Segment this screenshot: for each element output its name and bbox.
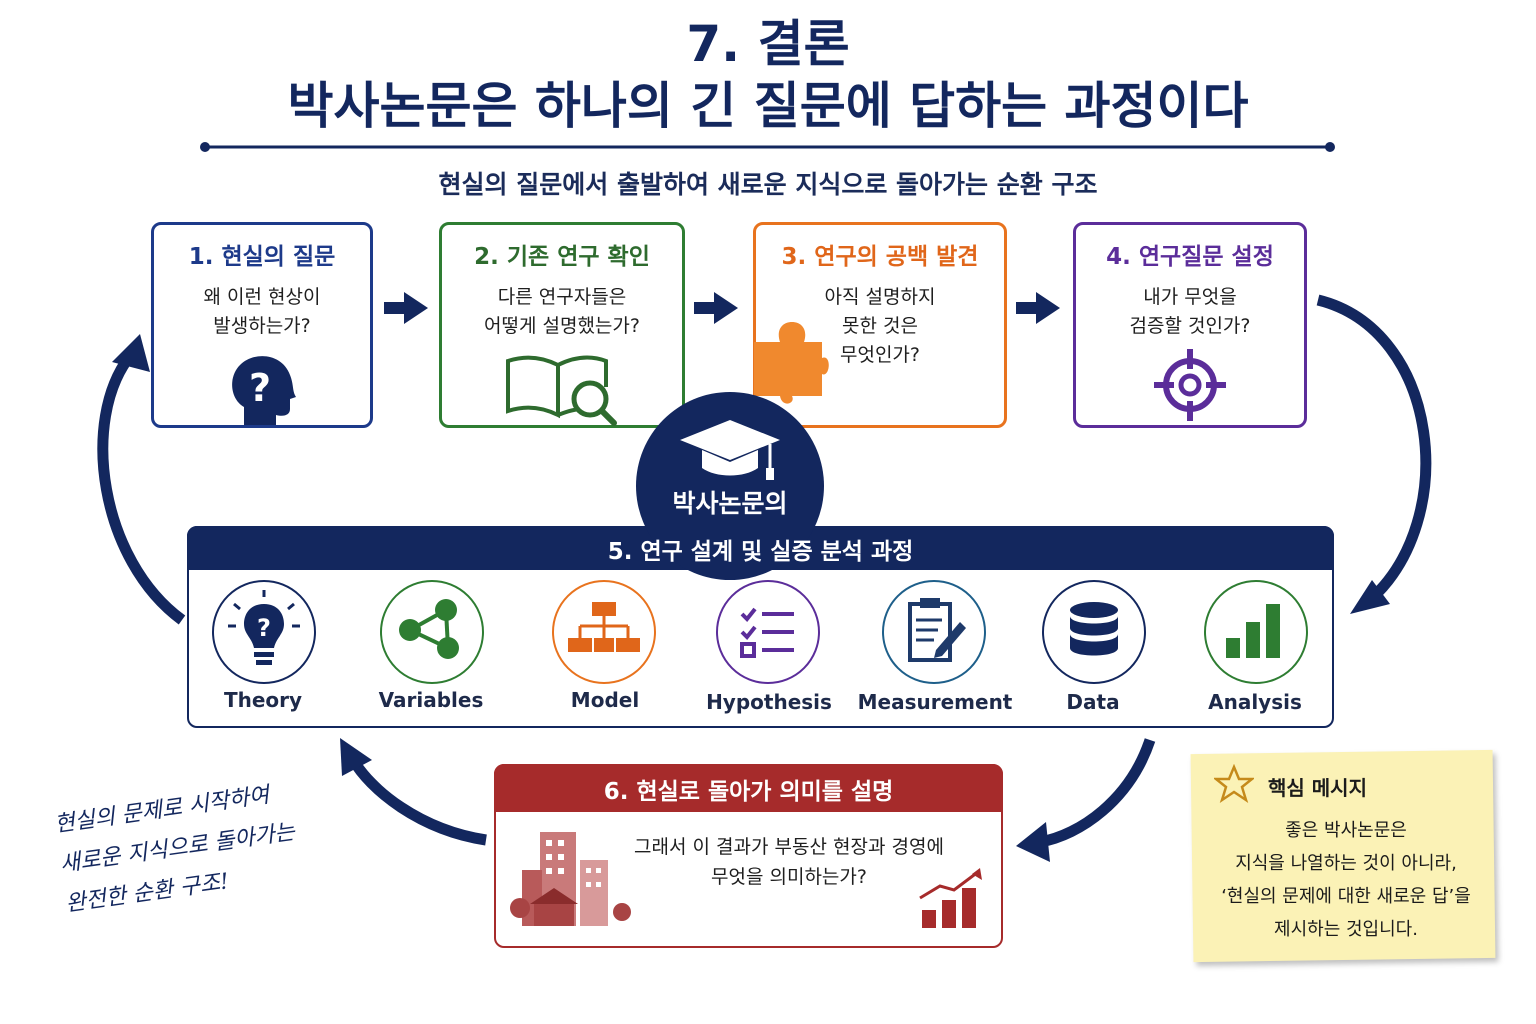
cycle-arrow-bottom-right: [1038, 738, 1156, 848]
step-data: [1042, 580, 1146, 684]
cycle-arrow-right: [1316, 294, 1432, 605]
card-title: 3. 연구의 공백 발견: [781, 244, 979, 270]
key-message-body: 좋은 박사논문은 지식을 나열하는 것이 아니라, ‘현실의 문제에 대한 새로…: [1196, 814, 1496, 946]
card-research-question: 4. 연구질문 설정 내가 무엇을 검증할 것인가?: [1073, 222, 1307, 428]
step-label: Theory: [223, 688, 303, 712]
card-desc: 아직 설명하지 못한 것은 무엇인가?: [756, 283, 1004, 370]
card-desc-line: 아직 설명하지: [824, 286, 936, 308]
card-desc: 왜 이런 현상이 발생하는가?: [154, 283, 370, 341]
card-desc-line: 왜 이런 현상이: [203, 286, 321, 308]
network-icon: [399, 599, 459, 659]
lightbulb-icon: ?: [228, 590, 300, 665]
graduation-cap-icon: [680, 420, 780, 480]
cycle-arrow-bottom-left-head: [340, 738, 372, 776]
growth-chart-icon: [919, 868, 982, 928]
card-desc-line: 다른 연구자들은: [497, 286, 627, 308]
step-label: Model: [570, 688, 640, 712]
clipboard-pencil-icon: [908, 598, 966, 662]
step-label: Data: [1066, 690, 1120, 714]
step-model: [552, 580, 656, 684]
step-label: Analysis: [1208, 690, 1302, 714]
key-message-line: ‘현실의 문제에 대한 새로운 답’을: [1221, 886, 1471, 907]
step-measurement: [882, 580, 986, 684]
center-badge-label: 박사논문의: [672, 489, 788, 518]
card-desc-line: 무엇인가?: [839, 344, 920, 366]
card-prior-research: 2. 기존 연구 확인 다른 연구자들은 어떻게 설명했는가?: [439, 222, 685, 428]
cycle-arrow-bottom-left: [347, 755, 487, 846]
card6-header: [494, 764, 1003, 812]
arrow-1-2: [384, 292, 428, 324]
cycle-arrow-left: [97, 352, 186, 625]
card6-desc: 그래서 이 결과가 부동산 현장과 경영에 무엇을 의미하는가?: [604, 832, 974, 892]
svg-text:?: ?: [257, 614, 271, 642]
title-divider-dot-left: [200, 142, 210, 152]
step-theory: ?: [212, 580, 316, 684]
card6-desc-line: 그래서 이 결과가 부동산 현장과 경영에: [634, 836, 944, 858]
step-variables: [380, 580, 484, 684]
head-question-icon: ?: [232, 356, 296, 425]
page-title: 7. 결론: [686, 15, 850, 73]
card-desc-line: 못한 것은: [842, 315, 918, 337]
card-desc-line: 발생하는가?: [213, 315, 311, 337]
cycle-arrow-right-head: [1350, 580, 1390, 614]
subtitle: 현실의 질문에서 출발하여 새로운 지식으로 돌아가는 순환 구조: [438, 170, 1098, 199]
arrow-3-4: [1016, 292, 1060, 324]
card-desc-line: 내가 무엇을: [1143, 286, 1237, 308]
cycle-arrow-bottom-right-head: [1016, 822, 1050, 862]
card6-title: 6. 현실로 돌아가 의미를 설명: [603, 779, 894, 805]
puzzle-piece-icon: [754, 322, 829, 404]
process-title: 5. 연구 설계 및 실증 분석 과정: [607, 539, 914, 565]
step-analysis: [1204, 580, 1308, 684]
card6-desc-line: 무엇을 의미하는가?: [711, 866, 867, 888]
card-title: 2. 기존 연구 확인: [474, 244, 650, 270]
card-title: 1. 현실의 질문: [188, 244, 336, 270]
step-label: Measurement: [857, 690, 1013, 714]
card-desc-line: 어떻게 설명했는가?: [484, 315, 640, 337]
step-label: Hypothesis: [706, 690, 832, 714]
bar-chart-icon: [1226, 604, 1280, 658]
page-headline: 박사논문은 하나의 긴 질문에 답하는 과정이다: [287, 77, 1249, 135]
title-divider-dot-right: [1325, 142, 1335, 152]
svg-text:?: ?: [249, 366, 271, 410]
card-real-question: 1. 현실의 질문 왜 이런 현상이 발생하는가? ?: [151, 222, 373, 428]
hierarchy-icon: [568, 602, 640, 652]
card-desc: 다른 연구자들은 어떻게 설명했는가?: [442, 283, 682, 341]
cycle-arrow-left-head: [112, 334, 150, 372]
key-message-line: 지식을 나열하는 것이 아니라,: [1235, 853, 1457, 874]
key-message-line: 제시하는 것입니다.: [1274, 919, 1418, 940]
step-label: Variables: [378, 688, 484, 712]
step-hypothesis: [716, 580, 820, 684]
card-title: 4. 연구질문 설정: [1106, 244, 1274, 270]
key-message-line: 좋은 박사논문은: [1285, 820, 1407, 841]
star-icon: [1214, 764, 1254, 803]
arrow-2-3: [694, 292, 738, 324]
card-desc-line: 검증할 것인가?: [1129, 315, 1251, 337]
city-buildings-icon: [510, 832, 631, 926]
key-message-title: 핵심 메시지: [1268, 776, 1367, 800]
book-magnifier-icon: [506, 355, 617, 426]
checklist-icon: [740, 607, 794, 658]
target-icon: [1154, 349, 1226, 421]
database-icon: [1070, 602, 1118, 656]
card-desc: 내가 무엇을 검증할 것인가?: [1076, 283, 1304, 341]
